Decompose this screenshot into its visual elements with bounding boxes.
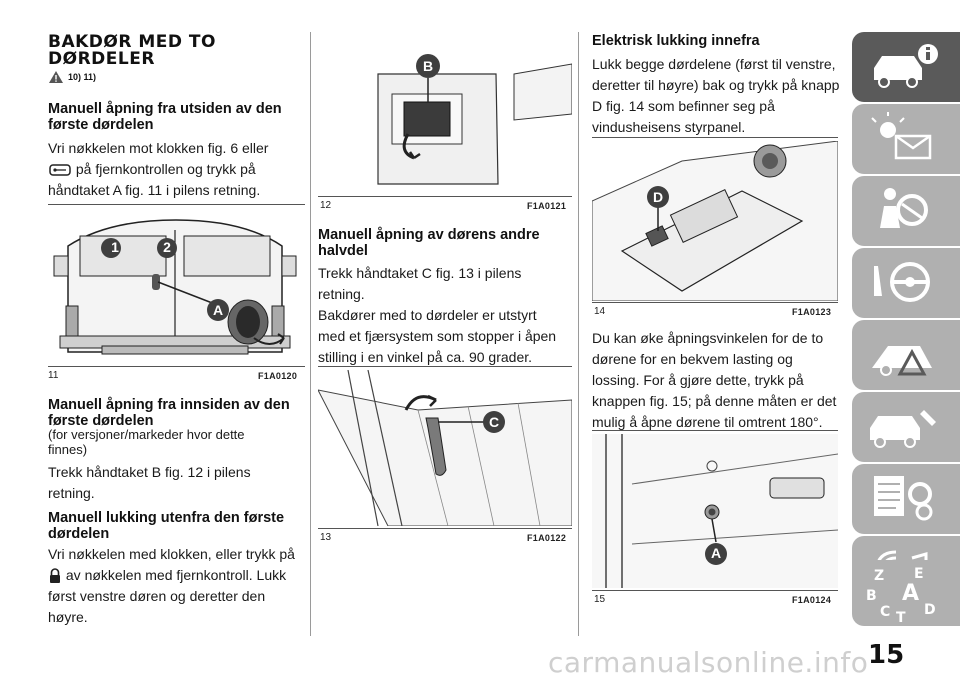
figure-12-code: F1A0121	[527, 201, 567, 211]
index-tab[interactable]: Z E B A C T D	[852, 560, 960, 626]
warning-lights-icon	[871, 112, 932, 160]
body-line: Vri nøkkelen mot klokken fig. 6 eller	[48, 140, 269, 156]
page-title: BAKDØR MED TO DØRDELER	[48, 32, 216, 69]
figure-12-number: 12	[320, 200, 332, 211]
index-letter: B	[866, 588, 877, 604]
technical-data-icon	[874, 476, 933, 521]
section-body-second-half: Trekk håndtaket C fig. 13 i pilens retni…	[318, 265, 557, 365]
figure-13-top-rule	[318, 366, 572, 367]
car-maintenance-icon	[870, 410, 936, 448]
fig11-callout-2: 2	[163, 239, 171, 255]
figure-11-van-rear	[53, 219, 297, 355]
index-letter: D	[924, 602, 936, 618]
figure-15-top-rule	[592, 430, 838, 431]
airbag-icon	[880, 188, 928, 228]
tab-maintenance[interactable]	[852, 392, 960, 462]
figure-12-interior-handle	[318, 34, 572, 194]
index-letter: T	[896, 610, 906, 626]
section-body-electric-closing: Lukk begge dørdelene (først til venstre,…	[592, 56, 840, 135]
tab-emergency[interactable]	[852, 320, 960, 390]
body-line: håndtaket A fig. 11 i pilens retning.	[48, 182, 261, 198]
column-divider-1	[310, 32, 311, 636]
section-note-inside-opening: (for versjoner/markeder hvor dette finne…	[48, 427, 245, 457]
index-letter: A	[902, 581, 919, 606]
warning-references: 10) 11)	[48, 70, 96, 84]
tab-starting-driving[interactable]	[852, 248, 960, 318]
figure-13-code: F1A0122	[527, 533, 567, 543]
figure-13-bottom-rule	[318, 528, 572, 529]
figure-14-bottom-rule	[592, 302, 838, 303]
fig15-callout-A: A	[710, 545, 722, 561]
fig13-callout-C: C	[488, 414, 500, 430]
section-title-outside-opening: Manuell åpning fra utsiden av den første…	[48, 101, 282, 133]
section-title-electric-closing: Elektrisk lukking innefra	[592, 33, 760, 49]
index-letter: Z	[874, 568, 884, 584]
figure-11-number: 11	[48, 370, 59, 381]
watermark: carmanualsonline.info	[548, 646, 869, 679]
figure-11-top-rule	[48, 204, 305, 205]
fig12-callout-B: B	[422, 58, 434, 74]
steering-wheel-icon	[874, 262, 930, 302]
body-line-text: på fjernkontrollen og trykk på	[75, 161, 256, 177]
tab-warning-lights[interactable]	[852, 104, 960, 174]
figure-11-code: F1A0120	[258, 371, 298, 381]
section-title-outside-closing: Manuell lukking utenfra den første dørde…	[48, 510, 285, 542]
figure-14-top-rule	[592, 137, 838, 138]
padlock-icon	[50, 568, 60, 584]
figure-15-door-button	[592, 434, 838, 588]
section-body-outside-closing: Vri nøkkelen med klokken, eller trykk på…	[48, 544, 306, 628]
column-divider-2	[578, 32, 579, 636]
section-body-inside-opening: Trekk håndtaket B fig. 12 i pilens retni…	[48, 464, 251, 501]
index-letter: C	[880, 604, 890, 620]
figure-14-window-panel	[592, 141, 838, 301]
section-body-outside-opening: Vri nøkkelen mot klokken fig. 6 eller på…	[48, 138, 306, 201]
body-line: først venstre døren og deretter den høyr…	[48, 588, 266, 625]
tab-safety[interactable]	[852, 176, 960, 246]
figure-12-bottom-rule	[318, 196, 572, 197]
figure-15-number: 15	[594, 594, 606, 605]
section-body-opening-angle: Du kan øke åpningsvinkelen for de to dør…	[592, 330, 837, 430]
section-title-inside-opening: Manuell åpning fra innsiden av den først…	[48, 397, 290, 429]
figure-14-code: F1A0123	[792, 307, 832, 317]
body-line: på fjernkontrollen og trykk på	[48, 159, 306, 180]
warning-icon	[49, 71, 63, 83]
section-title-second-half: Manuell åpning av dørens andre halvdel	[318, 227, 540, 259]
warning-refs-text: 10) 11)	[68, 72, 97, 82]
car-info-icon	[874, 44, 938, 88]
fig11-callout-A: A	[212, 302, 224, 318]
figure-13-floor-handle	[318, 370, 572, 526]
figure-15-code: F1A0124	[792, 595, 832, 605]
index-icon: Z E B A C T D	[866, 566, 936, 626]
figure-15-bottom-rule	[592, 590, 838, 591]
figure-14-number: 14	[594, 306, 606, 317]
tab-technical-data[interactable]	[852, 464, 960, 534]
body-line-text: av nøkkelen med fjernkontroll. Lukk	[65, 567, 287, 583]
figure-13-number: 13	[320, 532, 332, 543]
tab-car-info[interactable]	[852, 32, 960, 102]
fig11-callout-1: 1	[111, 239, 119, 255]
body-line: Vri nøkkelen med klokken, eller trykk på	[48, 546, 295, 562]
breakdown-triangle-icon	[872, 346, 932, 376]
page-number: 15	[868, 640, 905, 670]
body-line: av nøkkelen med fjernkontroll. Lukk	[48, 565, 306, 586]
remote-key-icon	[49, 164, 71, 177]
fig14-callout-D: D	[652, 189, 664, 205]
index-letter: E	[914, 566, 924, 582]
figure-11-bottom-rule	[48, 366, 305, 367]
